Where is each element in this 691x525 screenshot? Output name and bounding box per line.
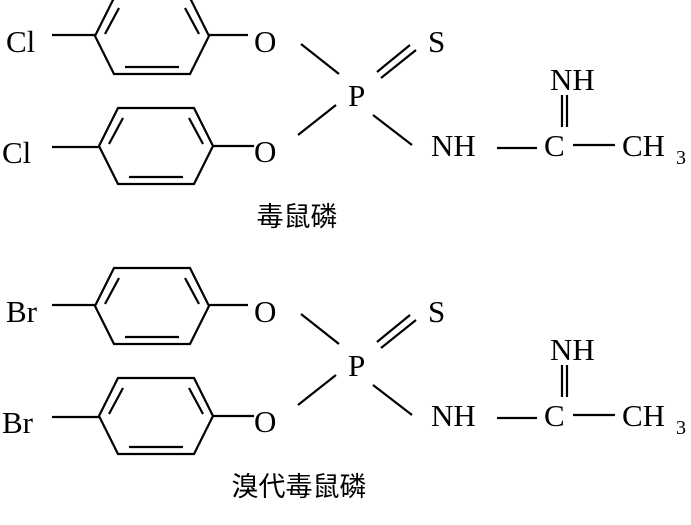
aromatic-double-bond: [188, 387, 204, 415]
aromatic-double-bond: [184, 277, 200, 305]
oxygen-upper: O: [254, 24, 276, 59]
oxygen-phosphorus-bond: [297, 374, 337, 406]
amine-nh: NH: [431, 128, 476, 163]
benzene-ring-upper: [93, 0, 211, 76]
oxygen-upper: O: [254, 294, 276, 329]
sulfur: S: [428, 24, 445, 59]
phosphorus-nitrogen-bond: [372, 114, 413, 146]
halogen-upper: Cl: [6, 24, 35, 59]
benzene-ring-upper: [93, 266, 211, 346]
halogen-upper: Br: [6, 294, 38, 329]
p-s-double-bond: [380, 49, 417, 79]
compound-name: 溴代毒鼠磷: [232, 472, 367, 503]
p-s-double-bond: [376, 314, 411, 343]
p-s-double-bond: [376, 44, 411, 73]
oxygen-phosphorus-bond: [300, 313, 340, 345]
phosphorus-nitrogen-bond: [372, 384, 413, 416]
imine-nh: NH: [550, 62, 595, 97]
methyl-group: CH: [622, 128, 665, 163]
oxygen-lower: O: [254, 404, 276, 439]
aromatic-double-bond: [104, 7, 120, 35]
oxygen-phosphorus-bond: [297, 104, 337, 136]
methyl-group: CH: [622, 398, 665, 433]
p-s-double-bond: [380, 319, 417, 349]
aromatic-double-bond: [184, 7, 200, 35]
methyl-subscript: 3: [676, 147, 686, 169]
carbon: C: [544, 398, 565, 433]
benzene-ring-lower: [97, 106, 215, 186]
imine-nh: NH: [550, 332, 595, 367]
oxygen-lower: O: [254, 134, 276, 169]
phosphorus: P: [348, 78, 365, 113]
compound-name: 毒鼠磷: [257, 202, 338, 233]
aromatic-double-bond: [188, 117, 204, 145]
carbon: C: [544, 128, 565, 163]
halogen-lower: Cl: [2, 135, 31, 170]
aromatic-double-bond: [104, 277, 120, 305]
sulfur: S: [428, 294, 445, 329]
phosphorus: P: [348, 348, 365, 383]
aromatic-double-bond: [108, 387, 124, 415]
benzene-ring-lower: [97, 376, 215, 456]
aromatic-double-bond: [108, 117, 124, 145]
methyl-subscript: 3: [676, 417, 686, 439]
amine-nh: NH: [431, 398, 476, 433]
oxygen-phosphorus-bond: [300, 43, 340, 75]
halogen-lower: Br: [2, 405, 34, 440]
